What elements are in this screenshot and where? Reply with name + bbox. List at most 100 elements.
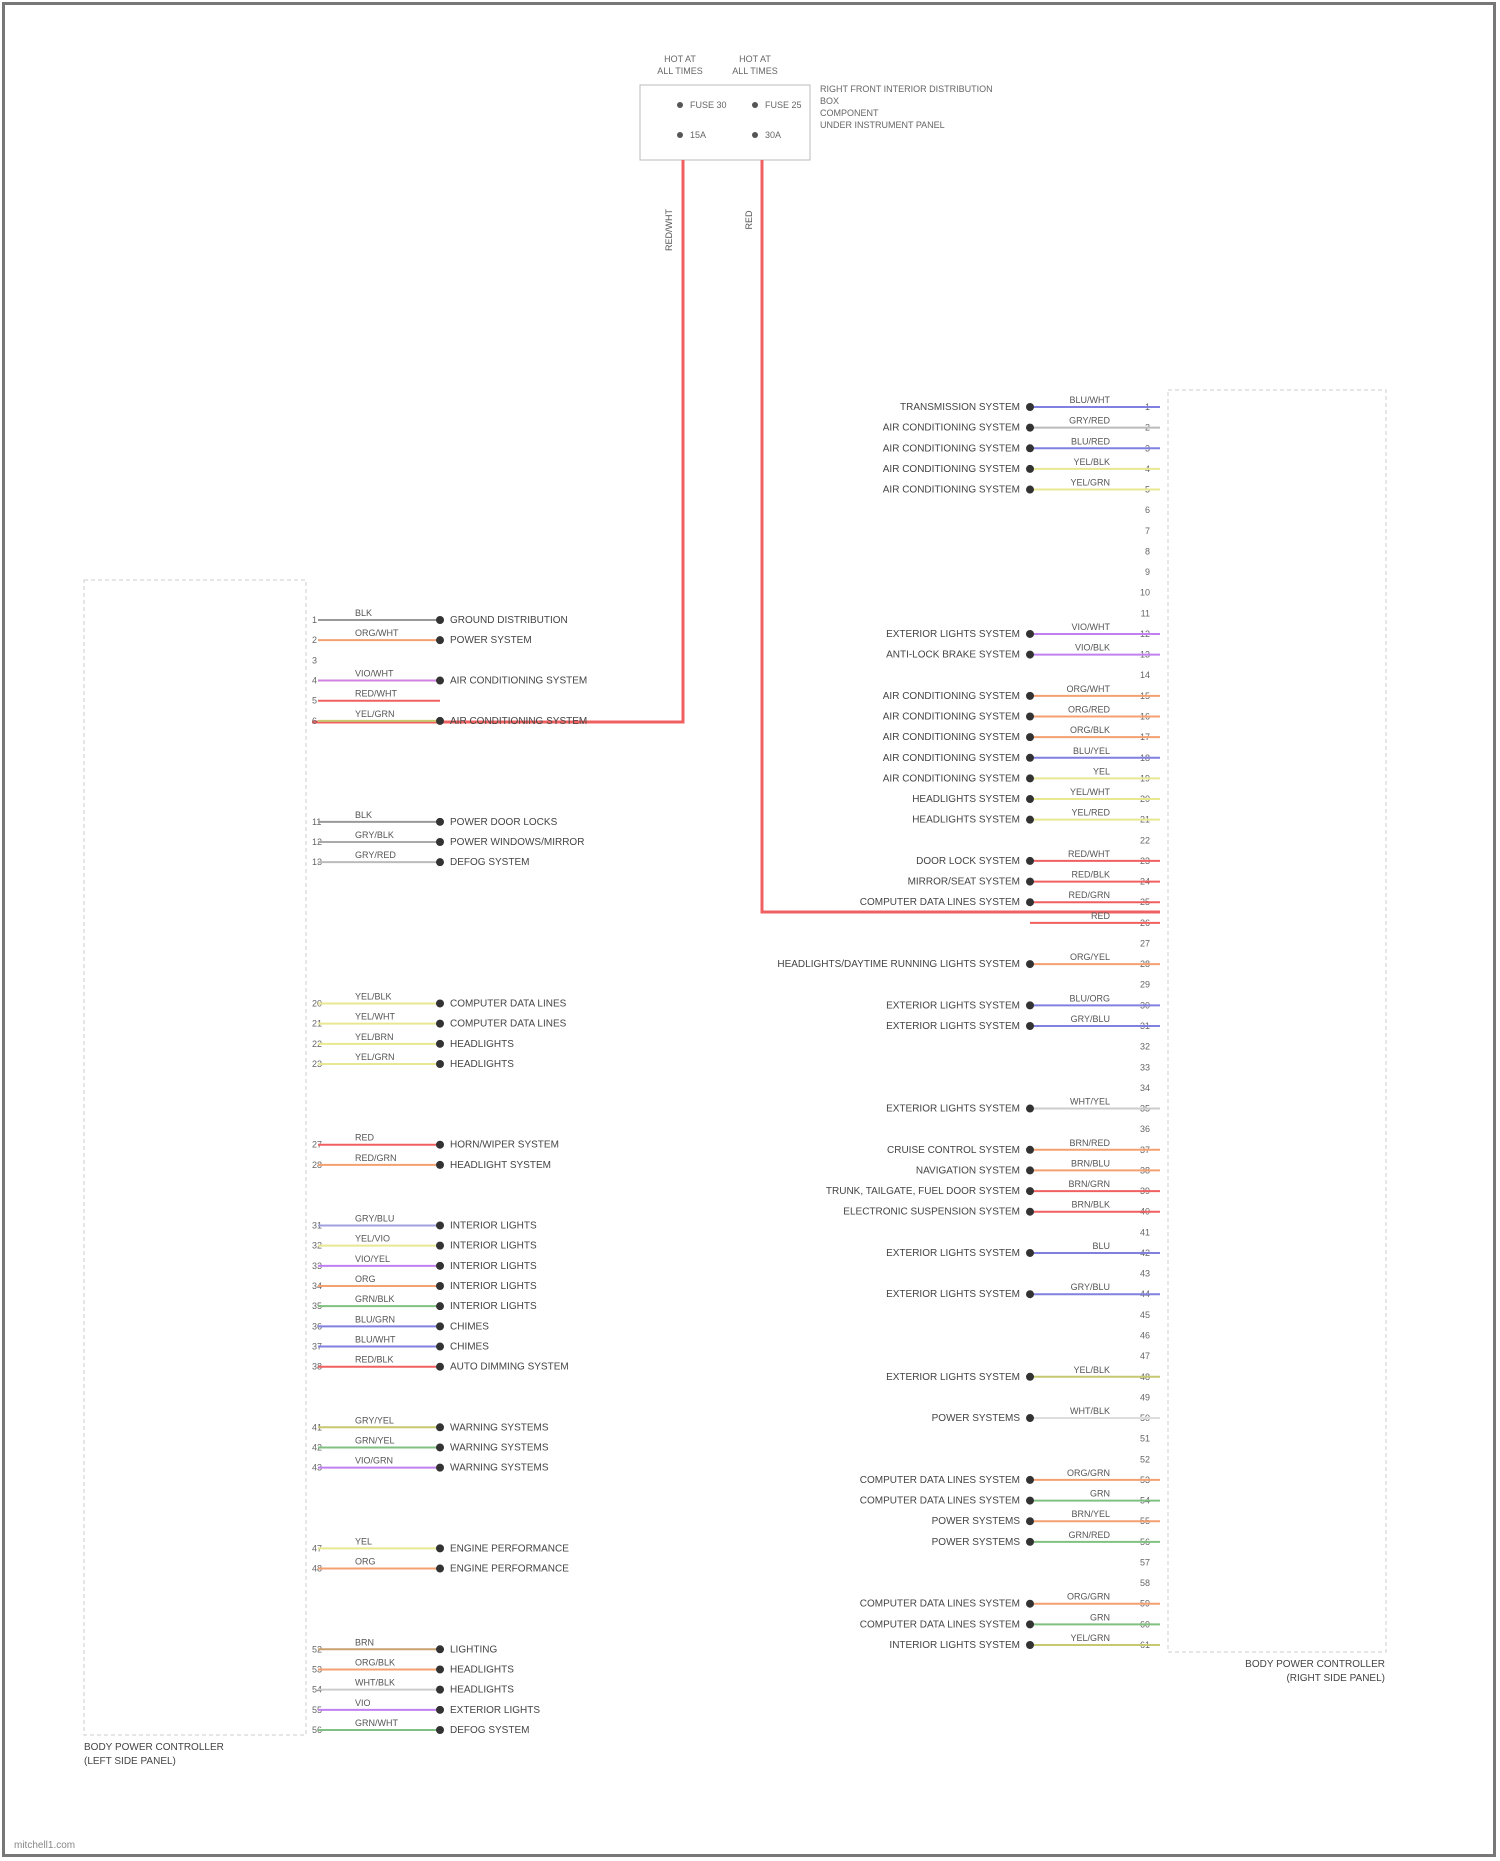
splice-dot xyxy=(436,1039,444,1048)
destination-label: AIR CONDITIONING SYSTEM xyxy=(883,732,1020,743)
pin-number: 48 xyxy=(312,1564,322,1574)
pin-number: 36 xyxy=(312,1321,322,1331)
feed-wire-2 xyxy=(760,160,1160,914)
pin-number: 43 xyxy=(312,1463,322,1473)
destination-label: EXTERIOR LIGHTS SYSTEM xyxy=(886,1021,1020,1032)
splice-dot xyxy=(436,838,444,846)
wire-color-code: ORG/WHT xyxy=(1067,684,1111,694)
pin-number: 45 xyxy=(1140,1310,1150,1320)
splice-dot xyxy=(436,1302,444,1311)
splice-dot xyxy=(436,616,444,624)
destination-label: AUTO DIMMING SYSTEM xyxy=(450,1362,569,1373)
splice-dot xyxy=(1026,1001,1034,1010)
splice-dot xyxy=(436,1685,444,1694)
destination-label: HORN/WIPER SYSTEM xyxy=(450,1140,559,1151)
splice-dot xyxy=(1026,1145,1034,1154)
fuse-box-label: COMPONENT xyxy=(820,108,879,118)
destination-label: HEADLIGHTS xyxy=(450,1039,514,1050)
wire-color-code: GRY/RED xyxy=(355,850,396,860)
pin-number: 35 xyxy=(312,1301,322,1311)
wire-color-code: GRN/BLK xyxy=(355,1294,395,1304)
pin-number: 33 xyxy=(312,1261,322,1271)
pin-number: 5 xyxy=(312,696,317,706)
wire-color-code: BLK xyxy=(355,608,372,618)
pin-number: 37 xyxy=(312,1342,322,1352)
splice-dot xyxy=(1026,753,1034,762)
wire-color-code: ORG/GRN xyxy=(1067,1468,1110,1478)
wire-color-code: WHT/BLK xyxy=(1070,1406,1110,1416)
splice-dot xyxy=(1026,423,1034,432)
destination-label: TRANSMISSION SYSTEM xyxy=(900,402,1020,413)
wire-color-code: VIO/WHT xyxy=(1072,622,1111,632)
fuse-terminal xyxy=(677,132,683,138)
left-module-box xyxy=(83,579,307,1736)
pin-number: 47 xyxy=(1140,1351,1150,1361)
pin-number: 51 xyxy=(1140,1434,1150,1444)
wire-color-code: RED xyxy=(1091,911,1111,921)
splice-dot xyxy=(436,1423,444,1432)
fuse-rating: 15A xyxy=(690,130,706,140)
wire-color-code: YEL/GRN xyxy=(355,1052,395,1062)
pin-number: 56 xyxy=(312,1725,322,1735)
destination-label: HEADLIGHTS xyxy=(450,1059,514,1070)
wire-color-code: RED/BLK xyxy=(355,1355,394,1365)
left-module-subtitle: (LEFT SIDE PANEL) xyxy=(84,1756,176,1767)
fuse-box-label: RIGHT FRONT INTERIOR DISTRIBUTION xyxy=(820,84,993,94)
wire-color-code: BLU/RED xyxy=(1071,436,1111,446)
destination-label: EXTERIOR LIGHTS SYSTEM xyxy=(886,1104,1020,1115)
pin-number: 31 xyxy=(312,1220,322,1230)
wire-color-code: VIO xyxy=(355,1698,371,1708)
wire-color-code: YEL/BRN xyxy=(355,1032,394,1042)
splice-dot xyxy=(436,1463,444,1472)
pin-number: 14 xyxy=(1140,670,1150,680)
fuse-box xyxy=(639,84,811,161)
splice-dot xyxy=(436,1645,444,1654)
pin-number: 58 xyxy=(1140,1578,1150,1588)
wire-color-code: GRN/RED xyxy=(1068,1530,1110,1540)
splice-dot xyxy=(436,1160,444,1169)
splice-dot xyxy=(1026,444,1034,453)
destination-label: HEADLIGHTS xyxy=(450,1664,514,1675)
destination-label: AIR CONDITIONING SYSTEM xyxy=(450,676,587,687)
wire-color-code: BLU/WHT xyxy=(1070,395,1111,405)
wire-color-code: BLU/WHT xyxy=(355,1335,396,1345)
wire-color-code: YEL/WHT xyxy=(355,1012,396,1022)
wire-color-code: BRN/YEL xyxy=(1071,1509,1110,1519)
destination-label: CHIMES xyxy=(450,1321,489,1332)
wire-color-code: ORG/YEL xyxy=(1070,952,1110,962)
splice-dot xyxy=(1026,403,1034,411)
destination-label: HEADLIGHTS SYSTEM xyxy=(912,794,1020,805)
splice-dot xyxy=(436,676,444,685)
fuse-rating: 30A xyxy=(765,130,781,140)
destination-label: AIR CONDITIONING SYSTEM xyxy=(883,773,1020,784)
feed-wire-1 xyxy=(312,160,685,724)
destination-label: COMPUTER DATA LINES SYSTEM xyxy=(860,1619,1020,1630)
destination-label: AIR CONDITIONING SYSTEM xyxy=(883,712,1020,723)
splice-dot xyxy=(1026,1290,1034,1299)
destination-label: INTERIOR LIGHTS xyxy=(450,1220,537,1231)
splice-dot xyxy=(1026,1537,1034,1546)
destination-label: EXTERIOR LIGHTS SYSTEM xyxy=(886,1248,1020,1259)
pin-number: 46 xyxy=(1140,1331,1150,1341)
destination-label: POWER SYSTEMS xyxy=(932,1537,1021,1548)
splice-dot xyxy=(1026,1104,1034,1113)
fuse-header: ALL TIMES xyxy=(732,66,778,76)
wire-color-code: GRN/YEL xyxy=(355,1435,395,1445)
splice-dot xyxy=(436,1726,444,1734)
pin-number: 47 xyxy=(312,1543,322,1553)
wire-color-code: WHT/YEL xyxy=(1070,1097,1110,1107)
pin-number: 21 xyxy=(312,1019,322,1029)
splice-dot xyxy=(436,716,444,725)
pin-number: 3 xyxy=(312,655,317,665)
pin-number: 10 xyxy=(1140,588,1150,598)
destination-label: WARNING SYSTEMS xyxy=(450,1422,549,1433)
wire-color-code: BLU/ORG xyxy=(1069,993,1110,1003)
destination-label: HEADLIGHTS xyxy=(450,1685,514,1696)
destination-label: HEADLIGHT SYSTEM xyxy=(450,1160,551,1171)
pin-number: 33 xyxy=(1140,1062,1150,1072)
wire-color-code: BLU/GRN xyxy=(355,1314,395,1324)
splice-dot xyxy=(1026,464,1034,473)
wire-color-code: YEL xyxy=(355,1536,372,1546)
pin-number: 53 xyxy=(312,1664,322,1674)
